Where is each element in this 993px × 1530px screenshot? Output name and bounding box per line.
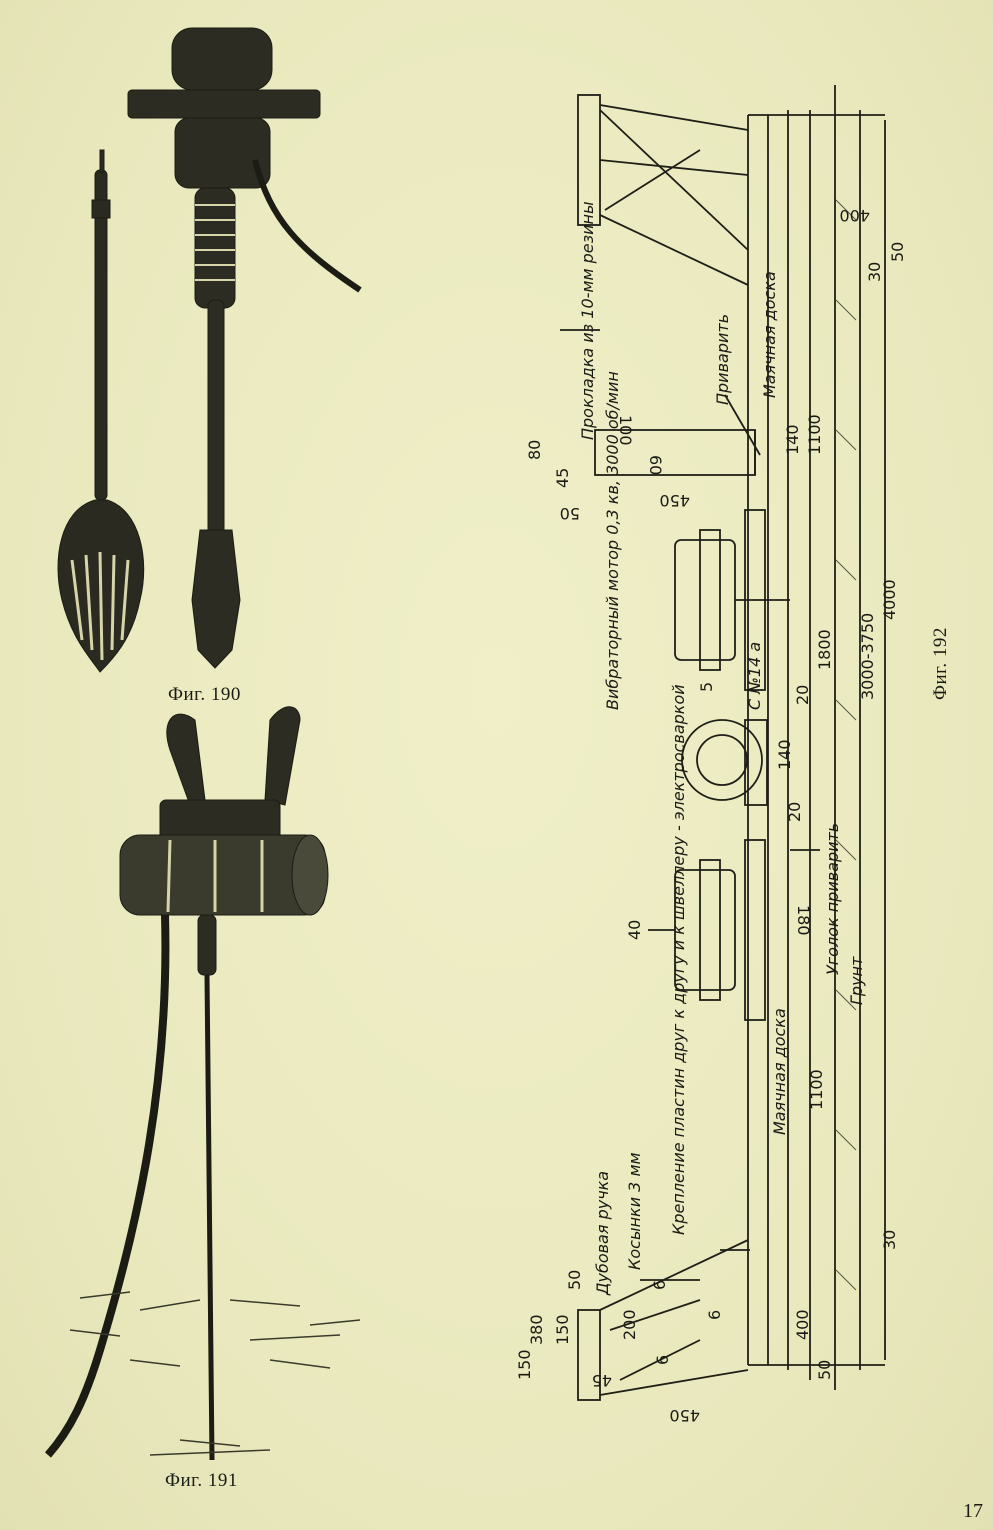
dim-400-top: 400	[839, 206, 870, 225]
figure-191-caption: Фиг. 191	[165, 1470, 238, 1491]
page-number: 17	[963, 1500, 983, 1522]
dim-150-a: 150	[515, 1349, 534, 1380]
label-plates-fix: Крепление пластин друг к другу и к швелл…	[669, 684, 688, 1235]
label-angle-weld: Уголок приварить	[823, 823, 842, 975]
dim-20-a: 20	[793, 685, 812, 705]
dim-1100-bottom: 1100	[807, 1069, 826, 1110]
dim-450-bottom: 450	[669, 1406, 700, 1425]
dim-50-handle: 50	[565, 1270, 584, 1290]
dim-50-top: 50	[888, 242, 907, 262]
dim-50-motor: 50	[560, 504, 580, 523]
dim-140-ring: 140	[775, 739, 794, 770]
dim-140-top: 140	[783, 424, 802, 455]
label-socks: Косынки 3 мм	[625, 1152, 644, 1270]
label-rubber-pad: Прокладка из 10-мм резины	[578, 201, 597, 440]
dim-5: 5	[697, 682, 716, 692]
dim-45-bottom: 45	[592, 1371, 612, 1390]
figure-192-caption: Фиг. 192	[930, 627, 951, 700]
dim-30-bottom: 30	[880, 1230, 899, 1250]
label-channel: С №14 а	[745, 642, 764, 710]
dim-450-top: 450	[659, 491, 690, 510]
dim-3000-3750: 3000-3750	[858, 613, 877, 700]
hatching	[835, 199, 857, 1291]
vibrator-tool-drawing	[127, 27, 362, 669]
vibrator-bulb-drawing	[57, 149, 145, 673]
dim-400-bottom: 400	[793, 1309, 812, 1340]
label-motor: Вибраторный мотор 0,3 кв, 3000 об/мин	[603, 371, 622, 710]
dim-50-bottom: 50	[815, 1360, 834, 1380]
label-beacon-board-top: Маячная доска	[760, 271, 779, 398]
dim-40: 40	[625, 920, 644, 940]
surface-vibrator-drawing	[44, 706, 329, 1461]
dim-150-b: 150	[553, 1314, 572, 1345]
label-beacon-board-bottom: Маячная доска	[770, 1008, 789, 1135]
figure-190-caption: Фиг. 190	[168, 684, 241, 705]
dim-100: 100	[616, 415, 635, 446]
dim-30-top: 30	[865, 262, 884, 282]
dim-80: 80	[525, 440, 544, 460]
dim-200: 200	[620, 1309, 639, 1340]
dim-6-b: 6	[705, 1310, 724, 1320]
dim-60: 60	[646, 455, 665, 475]
dim-380: 380	[527, 1314, 546, 1345]
dim-1100-top: 1100	[805, 414, 824, 455]
dim-4000: 4000	[880, 579, 899, 620]
dim-45-top: 45	[553, 468, 572, 488]
drawing-lines	[560, 85, 886, 1401]
label-oak-handle: Дубовая ручка	[593, 1171, 612, 1296]
dim-180: 180	[794, 905, 813, 936]
label-weld: Приварить	[713, 314, 732, 405]
dim-20-b: 20	[785, 802, 804, 822]
label-soil: Грунт	[847, 956, 866, 1005]
dim-6-a: 6	[650, 1280, 669, 1290]
dim-1800: 1800	[815, 629, 834, 670]
dim-6-c: 6	[653, 1355, 672, 1365]
ground-hatching	[69, 1291, 361, 1456]
